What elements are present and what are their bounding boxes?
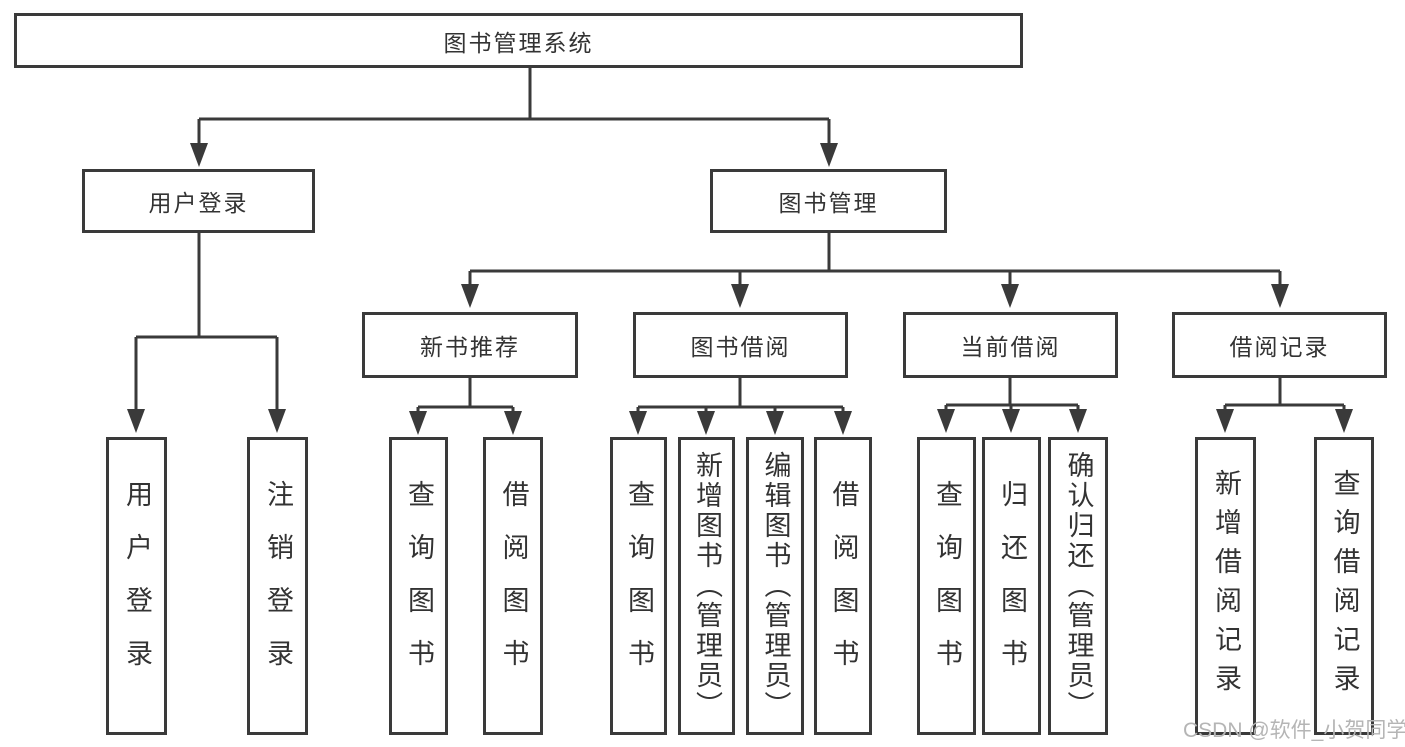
leaf-query-books-recommend-label: 查询图书 bbox=[404, 480, 434, 692]
leaf-add-books-admin: 新增图书（管理员） bbox=[678, 437, 735, 735]
leaf-borrow-books-recommend-label: 借阅图书 bbox=[498, 480, 529, 692]
leaf-query-borrow-record-label: 查询借阅记录 bbox=[1329, 469, 1360, 703]
group-borrow-records: 借阅记录 bbox=[1172, 312, 1387, 378]
leaf-borrow-books-recommend: 借阅图书 bbox=[483, 437, 543, 735]
leaf-confirm-return-admin: 确认归还（管理员） bbox=[1048, 437, 1108, 735]
leaf-add-borrow-record-label: 新增借阅记录 bbox=[1211, 469, 1241, 703]
branch-user-login-label: 用户登录 bbox=[148, 190, 249, 216]
root-node-library-system: 图书管理系统 bbox=[14, 13, 1023, 68]
group-book-borrow: 图书借阅 bbox=[633, 312, 848, 378]
leaf-confirm-return-admin-label: 确认归还（管理员） bbox=[1063, 451, 1094, 721]
leaf-edit-books-admin-label: 编辑图书（管理员） bbox=[760, 451, 791, 721]
csdn-watermark: CSDN @软件_小贺同学 bbox=[1183, 719, 1405, 742]
leaf-query-borrow-record: 查询借阅记录 bbox=[1314, 437, 1374, 735]
leaf-edit-books-admin: 编辑图书（管理员） bbox=[746, 437, 804, 735]
leaf-return-books: 归还图书 bbox=[982, 437, 1041, 735]
leaf-query-books-current-label: 查询图书 bbox=[932, 480, 962, 692]
group-current-borrow: 当前借阅 bbox=[903, 312, 1118, 378]
branch-book-management: 图书管理 bbox=[710, 169, 947, 233]
leaf-borrow-books: 借阅图书 bbox=[814, 437, 872, 735]
leaf-user-login-label: 用户登录 bbox=[122, 480, 152, 692]
group-new-book-recommend-label: 新书推荐 bbox=[420, 334, 520, 360]
group-borrow-records-label: 借阅记录 bbox=[1229, 334, 1330, 360]
group-current-borrow-label: 当前借阅 bbox=[960, 334, 1061, 360]
arrowheads bbox=[127, 143, 1353, 435]
leaf-query-books-borrow: 查询图书 bbox=[610, 437, 667, 735]
leaf-query-books-current: 查询图书 bbox=[917, 437, 976, 735]
branch-book-management-label: 图书管理 bbox=[778, 190, 879, 216]
leaf-query-books-borrow-label: 查询图书 bbox=[624, 480, 654, 692]
branch-user-login: 用户登录 bbox=[82, 169, 315, 233]
leaf-query-books-recommend: 查询图书 bbox=[389, 437, 448, 735]
group-new-book-recommend: 新书推荐 bbox=[362, 312, 578, 378]
leaf-borrow-books-label: 借阅图书 bbox=[828, 480, 859, 692]
leaf-logout: 注销登录 bbox=[247, 437, 308, 735]
leaf-add-books-admin-label: 新增图书（管理员） bbox=[692, 451, 722, 721]
group-book-borrow-label: 图书借阅 bbox=[690, 334, 791, 360]
leaf-return-books-label: 归还图书 bbox=[997, 480, 1027, 692]
leaf-user-login: 用户登录 bbox=[106, 437, 167, 735]
root-node-label: 图书管理系统 bbox=[443, 29, 594, 56]
leaf-logout-label: 注销登录 bbox=[263, 480, 293, 692]
leaf-add-borrow-record: 新增借阅记录 bbox=[1195, 437, 1256, 735]
